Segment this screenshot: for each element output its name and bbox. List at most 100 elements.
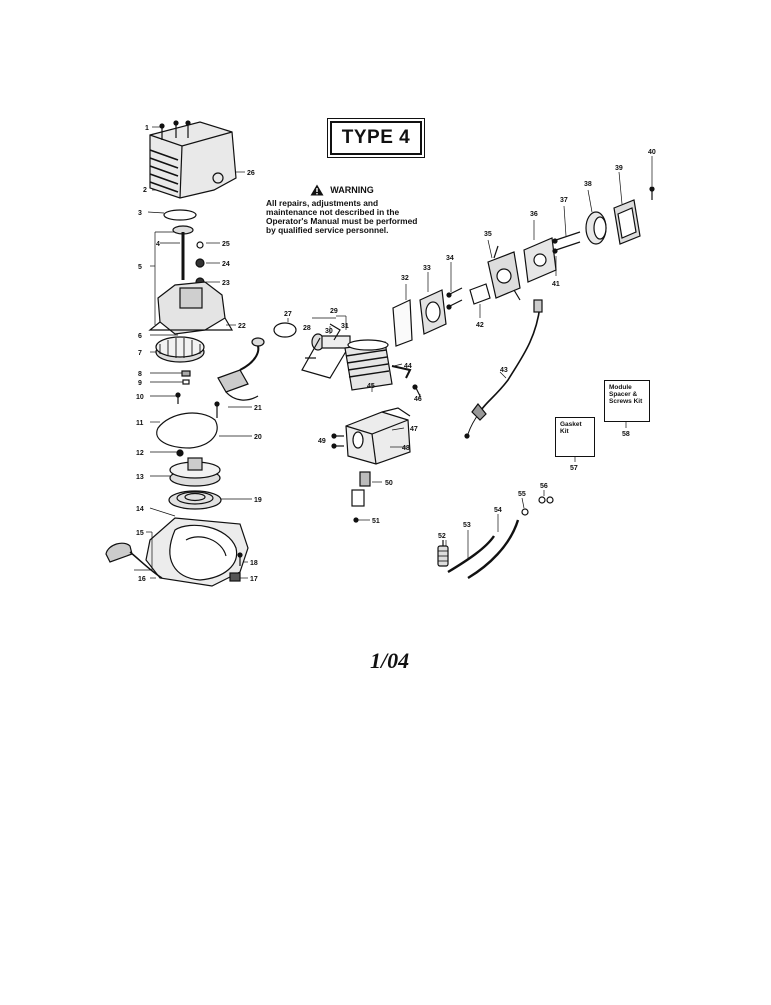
part-label-25: 25 xyxy=(222,241,230,248)
part-label-13: 13 xyxy=(136,474,144,481)
starter-housing xyxy=(145,517,249,587)
part-label-46: 46 xyxy=(414,396,422,403)
starter-pulley xyxy=(169,449,221,487)
grommet xyxy=(521,508,529,516)
primer-line xyxy=(467,519,520,580)
part-label-6: 6 xyxy=(138,333,142,340)
part-number-labels: 1 2 3 4 5 6 7 8 9 10 11 12 13 14 15 16 1… xyxy=(136,125,656,583)
cylinder xyxy=(344,339,421,397)
gasket-kit-box: Gasket Kit xyxy=(555,417,595,457)
part-label-41: 41 xyxy=(552,281,560,288)
engine-block xyxy=(148,281,234,335)
throttle-cable xyxy=(464,299,543,439)
part-label-55: 55 xyxy=(518,491,526,498)
part-label-9: 9 xyxy=(138,380,142,387)
part-label-43: 43 xyxy=(500,367,508,374)
part-label-15: 15 xyxy=(136,530,144,537)
o-ring xyxy=(163,209,197,221)
part-label-54: 54 xyxy=(494,507,502,514)
carburetor-adapter xyxy=(419,289,447,335)
part-label-4: 4 xyxy=(156,241,160,248)
fuel-line xyxy=(447,535,495,574)
part-label-12: 12 xyxy=(136,450,144,457)
spark-arrestor xyxy=(351,489,365,507)
part-label-39: 39 xyxy=(615,165,623,172)
part-label-24: 24 xyxy=(222,261,230,268)
module-kit-box: Module Spacer & Screws Kit xyxy=(604,380,650,422)
gasket-ring xyxy=(273,322,297,338)
starter-handle xyxy=(105,542,163,579)
part-label-38: 38 xyxy=(584,181,592,188)
part-label-47: 47 xyxy=(410,426,418,433)
part-label-26: 26 xyxy=(247,170,255,177)
part-label-52: 52 xyxy=(438,533,446,540)
gasket-kit-label: Gasket Kit xyxy=(560,421,582,435)
part-label-1: 1 xyxy=(145,125,149,132)
drive-shaft xyxy=(172,225,205,287)
part-label-32: 32 xyxy=(401,275,409,282)
part-label-50: 50 xyxy=(385,480,393,487)
intake-gasket xyxy=(392,299,413,347)
revision-date: 1/04 xyxy=(370,648,410,673)
part-label-2: 2 xyxy=(143,187,147,194)
adapter-screws xyxy=(446,287,463,310)
part-label-40: 40 xyxy=(648,149,656,156)
muffler-screen xyxy=(359,471,371,487)
part-label-28: 28 xyxy=(303,325,311,332)
ignition-module xyxy=(214,337,265,418)
housing-gasket xyxy=(156,412,218,449)
part-label-35: 35 xyxy=(484,231,492,238)
carburetor xyxy=(487,245,521,301)
part-label-5: 5 xyxy=(138,264,142,271)
recoil-spring xyxy=(168,490,222,510)
engine-cover xyxy=(149,120,237,199)
part-label-49: 49 xyxy=(318,438,326,445)
part-label-44: 44 xyxy=(404,363,412,370)
muffler xyxy=(345,407,411,465)
filter-cover xyxy=(613,199,641,245)
part-label-51: 51 xyxy=(372,518,380,525)
warning-notice: WARNING All repairs, adjustments and mai… xyxy=(266,184,418,235)
part-label-23: 23 xyxy=(222,280,230,287)
module-kit-label: Module Spacer & Screws Kit xyxy=(609,384,643,405)
air-filter-base xyxy=(523,237,557,283)
part-label-31: 31 xyxy=(341,323,349,330)
part-label-19: 19 xyxy=(254,497,262,504)
fuel-filter xyxy=(437,540,449,567)
part-label-11: 11 xyxy=(136,420,144,427)
part-label-36: 36 xyxy=(530,211,538,218)
part-label-7: 7 xyxy=(138,350,142,357)
part-label-27: 27 xyxy=(284,311,292,318)
warning-header: WARNING xyxy=(266,184,418,196)
part-label-16: 16 xyxy=(138,576,146,583)
flywheel xyxy=(155,336,205,363)
part-label-56: 56 xyxy=(540,483,548,490)
warning-triangle-icon xyxy=(310,184,324,196)
part-label-45: 45 xyxy=(367,383,375,390)
warning-text: All repairs, adjustments and maintenance… xyxy=(266,198,418,235)
part-label-37: 37 xyxy=(560,197,568,204)
filter-screws xyxy=(552,231,581,254)
part-label-29: 29 xyxy=(330,308,338,315)
part-label-18: 18 xyxy=(250,560,258,567)
part-label-17: 17 xyxy=(250,576,258,583)
part-label-8: 8 xyxy=(138,371,142,378)
piston-assembly xyxy=(301,323,351,379)
filter-element xyxy=(585,211,607,245)
part-label-58: 58 xyxy=(622,431,630,438)
part-label-48: 48 xyxy=(402,445,410,452)
part-label-14: 14 xyxy=(136,506,144,513)
retainer-clip xyxy=(353,517,359,523)
part-label-53: 53 xyxy=(463,522,471,529)
part-label-33: 33 xyxy=(423,265,431,272)
part-label-3: 3 xyxy=(138,210,142,217)
carb-gasket xyxy=(469,283,491,305)
part-label-57: 57 xyxy=(570,465,578,472)
part-label-30: 30 xyxy=(325,328,333,335)
part-label-34: 34 xyxy=(446,255,454,262)
type-badge: TYPE 4 xyxy=(327,118,425,158)
warning-title: WARNING xyxy=(330,185,374,195)
part-label-10: 10 xyxy=(136,394,144,401)
